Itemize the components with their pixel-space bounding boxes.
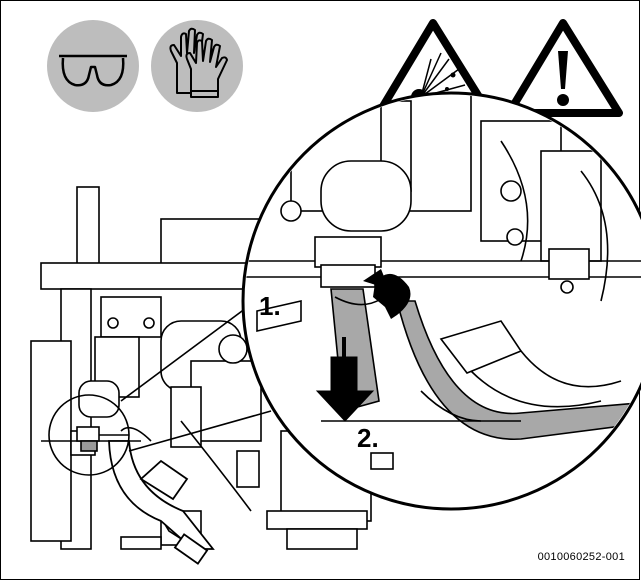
lower-hose xyxy=(108,440,215,565)
boiler-housing xyxy=(30,186,372,550)
detail-magnifier xyxy=(241,91,641,511)
step-1-label: 1. xyxy=(259,291,281,321)
protective-gloves-icon xyxy=(151,20,243,112)
general-warning-icon xyxy=(505,19,623,117)
document-id: 0010060252-001 xyxy=(537,551,625,563)
safety-glasses-icon xyxy=(47,20,139,112)
step-2-label: 2. xyxy=(357,423,379,453)
